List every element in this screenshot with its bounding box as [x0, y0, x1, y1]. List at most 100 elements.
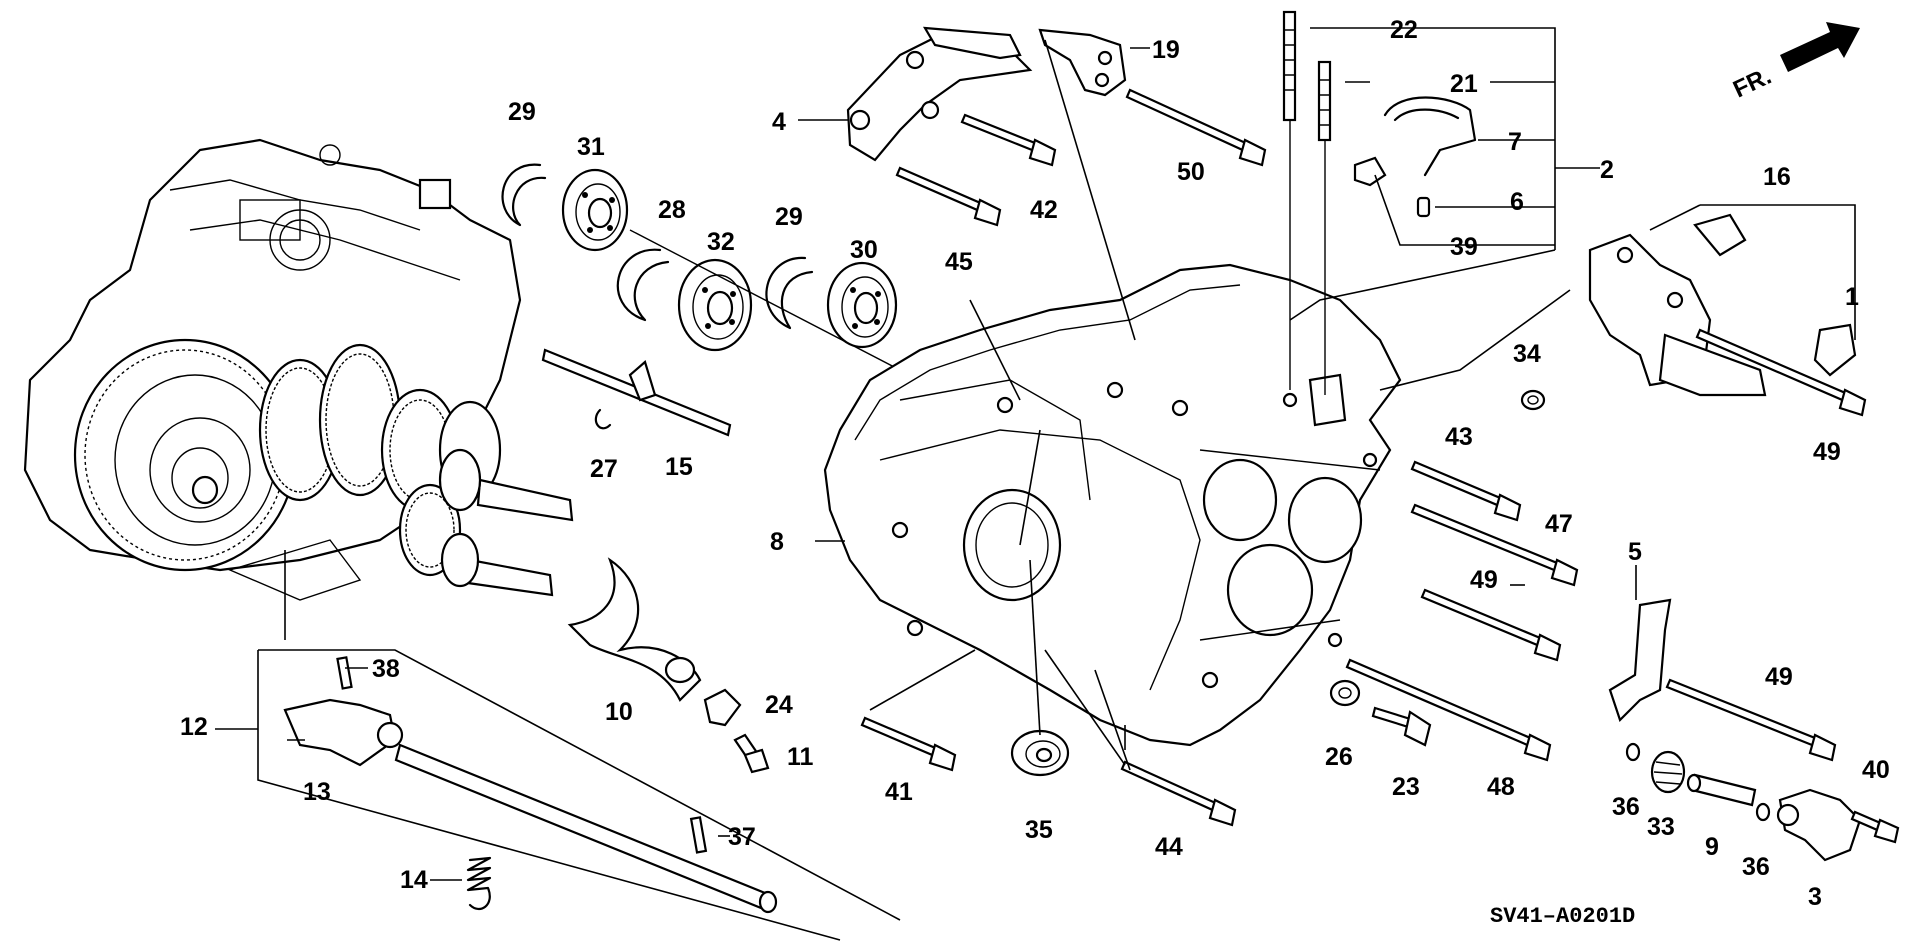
washer-36-right	[1755, 802, 1771, 822]
snap-ring-29-left	[501, 163, 547, 227]
pin-37	[689, 816, 708, 854]
clamp-39	[1353, 156, 1387, 187]
callout-15: 15	[665, 453, 693, 481]
bolt-23	[1371, 706, 1432, 747]
callout-2: 2	[1600, 156, 1614, 184]
bracket-24	[703, 688, 742, 727]
bolt-40	[1850, 810, 1900, 844]
callout-13: 13	[303, 778, 331, 806]
bolt-50	[1125, 88, 1267, 167]
callout-37: 37	[728, 823, 756, 851]
callout-41: 41	[885, 778, 913, 806]
bolt-47	[1410, 503, 1579, 587]
bracket-5	[1608, 598, 1672, 723]
callout-9: 9	[1705, 833, 1719, 861]
shift-shaft-15	[541, 348, 732, 437]
assembly-axis-line	[629, 229, 901, 371]
bolt-49-lower	[1665, 678, 1837, 762]
transmission-gear-assembly	[23, 138, 574, 601]
shaft-9	[1686, 773, 1757, 807]
stud-22	[1282, 10, 1297, 122]
washer-36-left	[1625, 742, 1641, 762]
callout-50: 50	[1177, 158, 1205, 186]
callout-31: 31	[577, 133, 605, 161]
shift-fork-10	[567, 557, 702, 702]
callout-36-right: 36	[1742, 853, 1770, 881]
bracket-assembly-16	[1588, 213, 1767, 397]
callout-21: 21	[1450, 70, 1478, 98]
callout-6: 6	[1510, 188, 1524, 216]
callout-39: 39	[1450, 233, 1478, 261]
callout-38: 38	[372, 655, 400, 683]
shift-arm-13	[283, 698, 404, 767]
oil-seal-35	[1010, 729, 1070, 777]
callout-45: 45	[945, 248, 973, 276]
callout-36-left: 36	[1612, 793, 1640, 821]
callout-49-top: 49	[1813, 438, 1841, 466]
bolt-11	[733, 733, 770, 774]
callout-34: 34	[1513, 340, 1541, 368]
callout-49-middle: 49	[1470, 566, 1498, 594]
pin-38	[336, 656, 353, 690]
bolt-49-middle	[1420, 588, 1562, 662]
callout-42: 42	[1030, 196, 1058, 224]
lever-3	[1776, 788, 1862, 862]
callout-22: 22	[1390, 16, 1418, 44]
bolt-43	[1410, 460, 1522, 522]
transmission-case-8	[823, 263, 1402, 747]
shift-rod-12	[394, 743, 778, 914]
nut-34	[1520, 389, 1546, 411]
callout-24: 24	[765, 691, 793, 719]
callout-44: 44	[1155, 833, 1183, 861]
clip-27	[594, 408, 612, 430]
bolt-48	[1345, 658, 1552, 762]
callout-7: 7	[1508, 128, 1522, 156]
callout-1: 1	[1845, 283, 1859, 311]
bolt-41	[860, 716, 957, 772]
callout-8: 8	[770, 528, 784, 556]
callout-labels: 29 31 28 32 29 30 4 42 45 19 50 22 21 7 …	[180, 16, 1890, 911]
washer-26	[1329, 679, 1361, 707]
callout-26: 26	[1325, 743, 1353, 771]
callout-4: 4	[772, 108, 786, 136]
bolt-42	[960, 113, 1057, 167]
clip-1	[1813, 323, 1857, 377]
callout-19: 19	[1152, 36, 1180, 64]
snap-ring-28	[616, 248, 670, 322]
leader-lines	[215, 27, 1856, 881]
callout-40: 40	[1862, 756, 1890, 784]
spring-14	[466, 856, 492, 911]
bearing-33	[1650, 750, 1686, 794]
bearing-30	[826, 261, 898, 349]
callout-49-lower: 49	[1765, 663, 1793, 691]
bracket-19	[1038, 28, 1127, 97]
callout-11: 11	[787, 743, 814, 771]
callout-47: 47	[1545, 510, 1573, 538]
callout-33: 33	[1647, 813, 1675, 841]
callout-48: 48	[1487, 773, 1515, 801]
callout-30: 30	[850, 236, 878, 264]
callout-29-left: 29	[508, 98, 536, 126]
callout-35: 35	[1025, 816, 1053, 844]
bearing-31	[561, 168, 629, 252]
cap-6	[1416, 196, 1431, 218]
callout-27: 27	[590, 455, 618, 483]
callout-28: 28	[658, 196, 686, 224]
bolt-45	[895, 166, 1002, 227]
stud-21	[1317, 60, 1332, 142]
snap-ring-29-right	[765, 256, 814, 330]
callout-32: 32	[707, 228, 735, 256]
diagram-code: SV41–A0201D	[1490, 904, 1635, 929]
bearing-32	[677, 258, 753, 352]
bolt-44	[1120, 760, 1237, 827]
breather-tube-7	[1383, 96, 1477, 177]
callout-14: 14	[400, 866, 428, 894]
bolt-49-top	[1695, 328, 1867, 417]
callout-16: 16	[1763, 163, 1791, 191]
bracket-12-outline	[257, 650, 841, 941]
callout-23: 23	[1392, 773, 1420, 801]
mount-bracket-4	[846, 26, 1033, 162]
callout-3: 3	[1808, 883, 1822, 911]
front-direction-arrow: FR.	[1729, 22, 1860, 103]
